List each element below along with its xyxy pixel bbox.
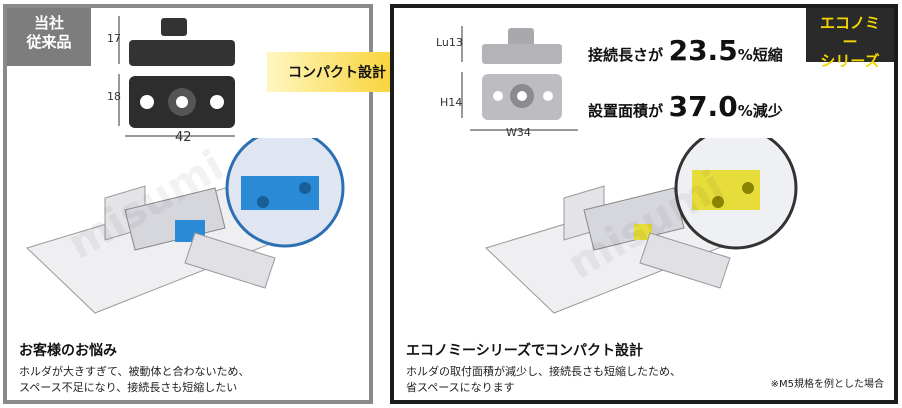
left-description: ホルダが大きすぎて、被動体と合わないため、 スペース不足になり、接続長さも短縮し… — [19, 364, 249, 396]
stat2-prefix: 設置面積が — [588, 102, 664, 120]
arrow-label: コンパクト設計 — [288, 65, 386, 81]
economy-assembly-illustration — [485, 138, 798, 314]
dim-w: W34 — [506, 126, 531, 139]
tag-line-1: エコノミー — [819, 14, 880, 51]
stat2-suffix: 減少 — [752, 102, 783, 120]
conventional-product-tag: 当社 従来品 — [7, 8, 91, 66]
tag-line-2: 従来品 — [26, 33, 72, 51]
conventional-holder-drawing — [118, 16, 235, 137]
stat1-prefix: 接続長さが — [588, 46, 664, 64]
stat2-value: 37.0 — [668, 90, 738, 123]
dim-height-top: 17 — [107, 32, 121, 45]
left-desc-line-2: スペース不足になり、接続長さも短縮したい — [19, 381, 238, 394]
left-desc-line-1: ホルダが大きすぎて、被動体と合わないため、 — [19, 365, 250, 378]
economy-holder-drawing — [461, 26, 578, 131]
stat1-value: 23.5 — [668, 34, 738, 67]
tag-line-2: シリーズ — [820, 52, 880, 70]
dim-h: H14 — [440, 96, 463, 109]
dim-height-bottom: 18 — [107, 90, 121, 103]
left-caption: お客様のお悩み — [19, 343, 117, 359]
stat-installation-area: 設置面積が 37.0%減少 — [588, 90, 783, 123]
footnote: ※M5規格を例とした場合 — [770, 379, 884, 390]
tag-line-1: 当社 — [33, 14, 64, 32]
dim-lu: Lu13 — [436, 36, 463, 49]
right-caption: エコノミーシリーズでコンパクト設計 — [406, 343, 644, 359]
conventional-assembly-illustration — [26, 138, 345, 314]
dim-width: 42 — [175, 130, 192, 145]
stat-connection-length: 接続長さが 23.5%短縮 — [588, 34, 783, 67]
right-panel: エコノミー シリーズ Lu13 H14 W34 接続長さが 23.5%短縮 設置… — [390, 4, 898, 404]
stat1-suffix: 短縮 — [752, 46, 783, 64]
right-desc-line-2: 省スペースになります — [406, 381, 515, 394]
right-desc-line-1: ホルダの取付面積が減少し、接続長さも短縮したため、 — [406, 365, 681, 378]
stat2-unit: % — [737, 102, 753, 120]
stat1-unit: % — [737, 46, 753, 64]
economy-series-tag: エコノミー シリーズ — [806, 8, 894, 70]
right-description: ホルダの取付面積が減少し、接続長さも短縮したため、 省スペースになります — [406, 364, 681, 396]
